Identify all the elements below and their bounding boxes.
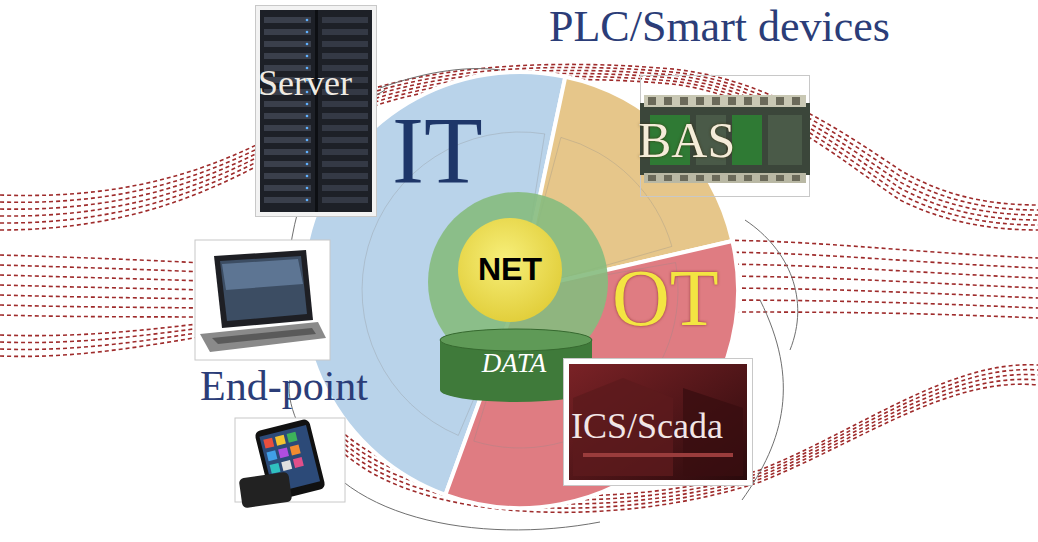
node-label: IT [392, 96, 483, 206]
device-label: End-point [200, 362, 368, 410]
server-box-outline [255, 5, 377, 217]
ics-box: ICS/Scada [563, 358, 753, 486]
node-label: ICS/Scada [571, 406, 723, 447]
node-label: OT [612, 252, 719, 344]
server-box: Server [255, 5, 377, 217]
laptop-picture [195, 240, 330, 360]
mesh-curves [289, 69, 798, 530]
node-label: NET [458, 251, 562, 288]
phone-picture [235, 418, 345, 508]
node-label: DATA [436, 348, 592, 379]
node-label: PLC/Smart devices [549, 2, 890, 53]
data-flow-lines [0, 64, 1038, 512]
node-label: BAS [638, 112, 735, 170]
plc-box: PLC/Smart devices [545, 0, 957, 200]
node-label: Server [258, 63, 352, 104]
